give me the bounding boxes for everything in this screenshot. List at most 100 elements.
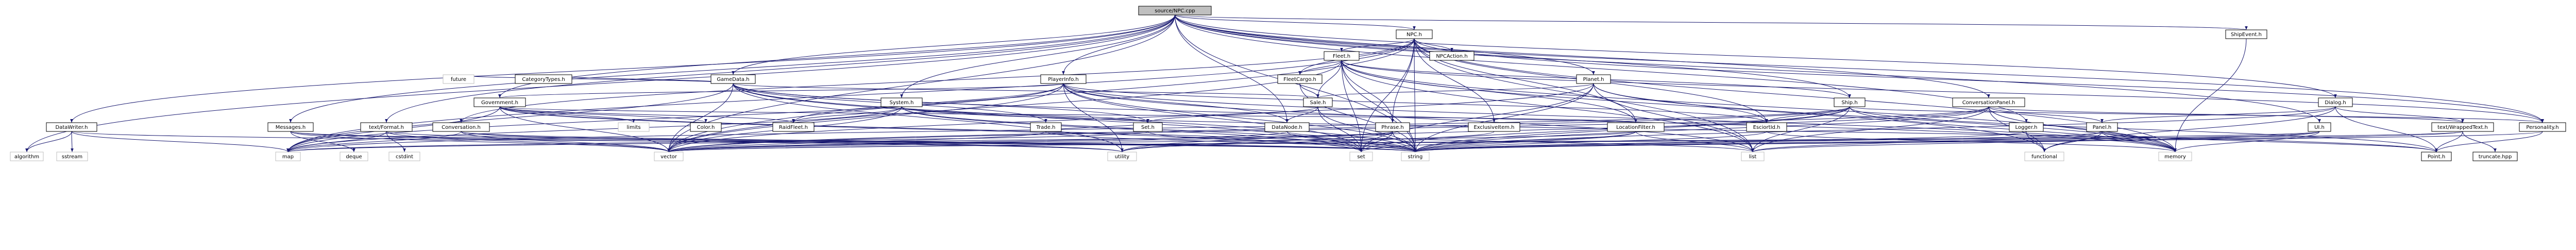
node-box — [1952, 97, 2025, 107]
edge-fleet_h-to-memory — [1341, 60, 2177, 153]
edge-fleet_h-to-phrase_h — [1341, 60, 1394, 123]
node-escortd-h[interactable]: EsciortId.h — [1746, 122, 1787, 132]
node-system-h[interactable]: System.h — [880, 97, 923, 107]
node-label: functional — [2031, 154, 2057, 160]
node-truncate-hpp[interactable]: truncate.hpp — [2472, 152, 2518, 161]
edge-ship_h-to-point_h — [1849, 106, 2438, 153]
node-label: Trade.h — [1036, 125, 1056, 130]
node-gamedata-h[interactable]: GameData.h — [710, 74, 756, 84]
node-phrase-h[interactable]: Phrase.h — [1375, 122, 1410, 132]
edge-layer — [25, 14, 2544, 153]
node-label: Set.h — [1141, 125, 1155, 130]
node-set-h[interactable]: Set.h — [1133, 122, 1163, 132]
edge-npc_h-to-set — [1360, 38, 1415, 153]
node-label: Panel.h — [2093, 125, 2112, 130]
node-label: deque — [346, 154, 362, 160]
edge-npc_cpp-to-dialog_h — [1175, 14, 2337, 98]
node-playerinfo-h[interactable]: PlayerInfo.h — [1040, 74, 1087, 84]
node-label: source/NPC.cpp — [1155, 8, 1195, 14]
edge-npc_cpp-to-system_h — [900, 14, 1175, 98]
node-label: ConversationPanel.h — [1962, 100, 2015, 106]
edge-playerinfo_h-to-map — [286, 83, 1064, 153]
node-label: sstream — [62, 154, 82, 160]
node-label: CategoryTypes.h — [522, 77, 565, 82]
node-datawriter-h[interactable]: DataWriter.h — [46, 122, 97, 132]
edge-playerinfo_h-to-escortd_h — [1063, 83, 1768, 123]
edge-textwrapped_h-to-truncate_hpp — [2462, 131, 2497, 153]
node-npc-cpp[interactable]: source/NPC.cpp — [1138, 6, 1212, 15]
node-box — [690, 122, 722, 132]
edge-trade_h-to-string — [1045, 131, 1417, 153]
node-box — [267, 122, 314, 132]
edge-fleet_h-to-fleetcargo_h — [1298, 60, 1342, 75]
node-label: memory — [2164, 154, 2186, 160]
node-textwrapped-h[interactable]: text/WrappedText.h — [2431, 122, 2494, 132]
edge-npc_cpp-to-ui_h — [1175, 14, 2321, 123]
edge-npc_cpp-to-playerinfo_h — [1062, 14, 1175, 75]
edge-npc_cpp-to-messages_h — [289, 14, 1175, 123]
node-messages-h[interactable]: Messages.h — [267, 122, 314, 132]
edge-datawriter_h-to-map — [71, 131, 290, 153]
node-box — [1741, 152, 1765, 161]
edge-ui_h-to-list — [1751, 131, 2320, 153]
edge-npc_h-to-string — [1414, 38, 1417, 153]
edge-ship_h-to-vector — [667, 106, 1850, 153]
node-raidfleet-h[interactable]: RaidFleet.h — [772, 122, 815, 132]
node-box — [618, 122, 650, 132]
node-point-h[interactable]: Point.h — [2421, 152, 2452, 161]
node-box — [1107, 152, 1137, 161]
node-npc-h[interactable]: NPC.h — [1396, 29, 1433, 39]
node-label: Point.h — [2428, 154, 2445, 160]
edge-locationfilter_h-to-vector — [667, 131, 1636, 153]
node-box — [515, 74, 572, 84]
node-label: string — [1408, 154, 1423, 160]
node-label: Conversation.h — [442, 125, 481, 130]
node-conversation-h[interactable]: Conversation.h — [432, 122, 490, 132]
node-box — [2519, 122, 2566, 132]
node-government-h[interactable]: Government.h — [473, 97, 526, 107]
node-fleetcargo-h[interactable]: FleetCargo.h — [1277, 74, 1323, 84]
node-label: Government.h — [481, 100, 518, 106]
node-exclusiveitem-h[interactable]: ExclusiveItem.h — [1468, 122, 1520, 132]
node-personality-h[interactable]: Personality.h — [2519, 122, 2566, 132]
node-label: Ship.h — [1841, 100, 1857, 106]
node-ui-h[interactable]: UI.h — [2308, 122, 2331, 132]
node-npcaction-h[interactable]: NPCAction.h — [1429, 51, 1475, 61]
edge-exclusiveitem_h-to-utility — [1121, 131, 1495, 153]
node-label: Logger.h — [2015, 125, 2037, 130]
edge-convpanel_h-to-utility — [1121, 106, 1989, 153]
node-locationfilter-h[interactable]: LocationFilter.h — [1607, 122, 1665, 132]
node-planet-h[interactable]: Planet.h — [1576, 74, 1611, 84]
node-future: future — [443, 74, 474, 84]
node-convpanel-h[interactable]: ConversationPanel.h — [1952, 97, 2025, 107]
node-fleet-h[interactable]: Fleet.h — [1324, 51, 1360, 61]
node-box — [2318, 97, 2353, 107]
node-box — [2421, 152, 2452, 161]
node-color-h[interactable]: Color.h — [690, 122, 722, 132]
node-categorytypes-h[interactable]: CategoryTypes.h — [515, 74, 572, 84]
edge-set_h-to-map — [286, 131, 1148, 153]
node-shipevent-h[interactable]: ShipEvent.h — [2225, 29, 2267, 39]
node-dialog-h[interactable]: Dialog.h — [2318, 97, 2353, 107]
edge-messages_h-to-vector — [290, 131, 670, 153]
node-box — [1607, 122, 1665, 132]
node-label: GameData.h — [717, 77, 749, 82]
node-sale-h[interactable]: Sale.h — [1303, 97, 1333, 107]
node-box — [1138, 6, 1212, 15]
node-textformat-h[interactable]: text/Format.h — [360, 122, 413, 132]
node-box — [1264, 122, 1310, 132]
node-datanode-h[interactable]: DataNode.h — [1264, 122, 1310, 132]
node-box — [1396, 29, 1433, 39]
node-logger-h[interactable]: Logger.h — [2009, 122, 2044, 132]
edge-government_h-to-vector — [499, 106, 670, 153]
edge-gamedata_h-to-map — [286, 83, 734, 153]
edge-planet_h-to-set — [1360, 83, 1594, 153]
edge-textformat_h-to-string — [386, 131, 1417, 153]
node-panel-h[interactable]: Panel.h — [2086, 122, 2118, 132]
node-box — [2009, 122, 2044, 132]
node-trade-h[interactable]: Trade.h — [1030, 122, 1062, 132]
edge-phrase_h-to-map — [286, 131, 1393, 153]
node-box — [654, 152, 684, 161]
node-ship-h[interactable]: Ship.h — [1834, 97, 1866, 107]
